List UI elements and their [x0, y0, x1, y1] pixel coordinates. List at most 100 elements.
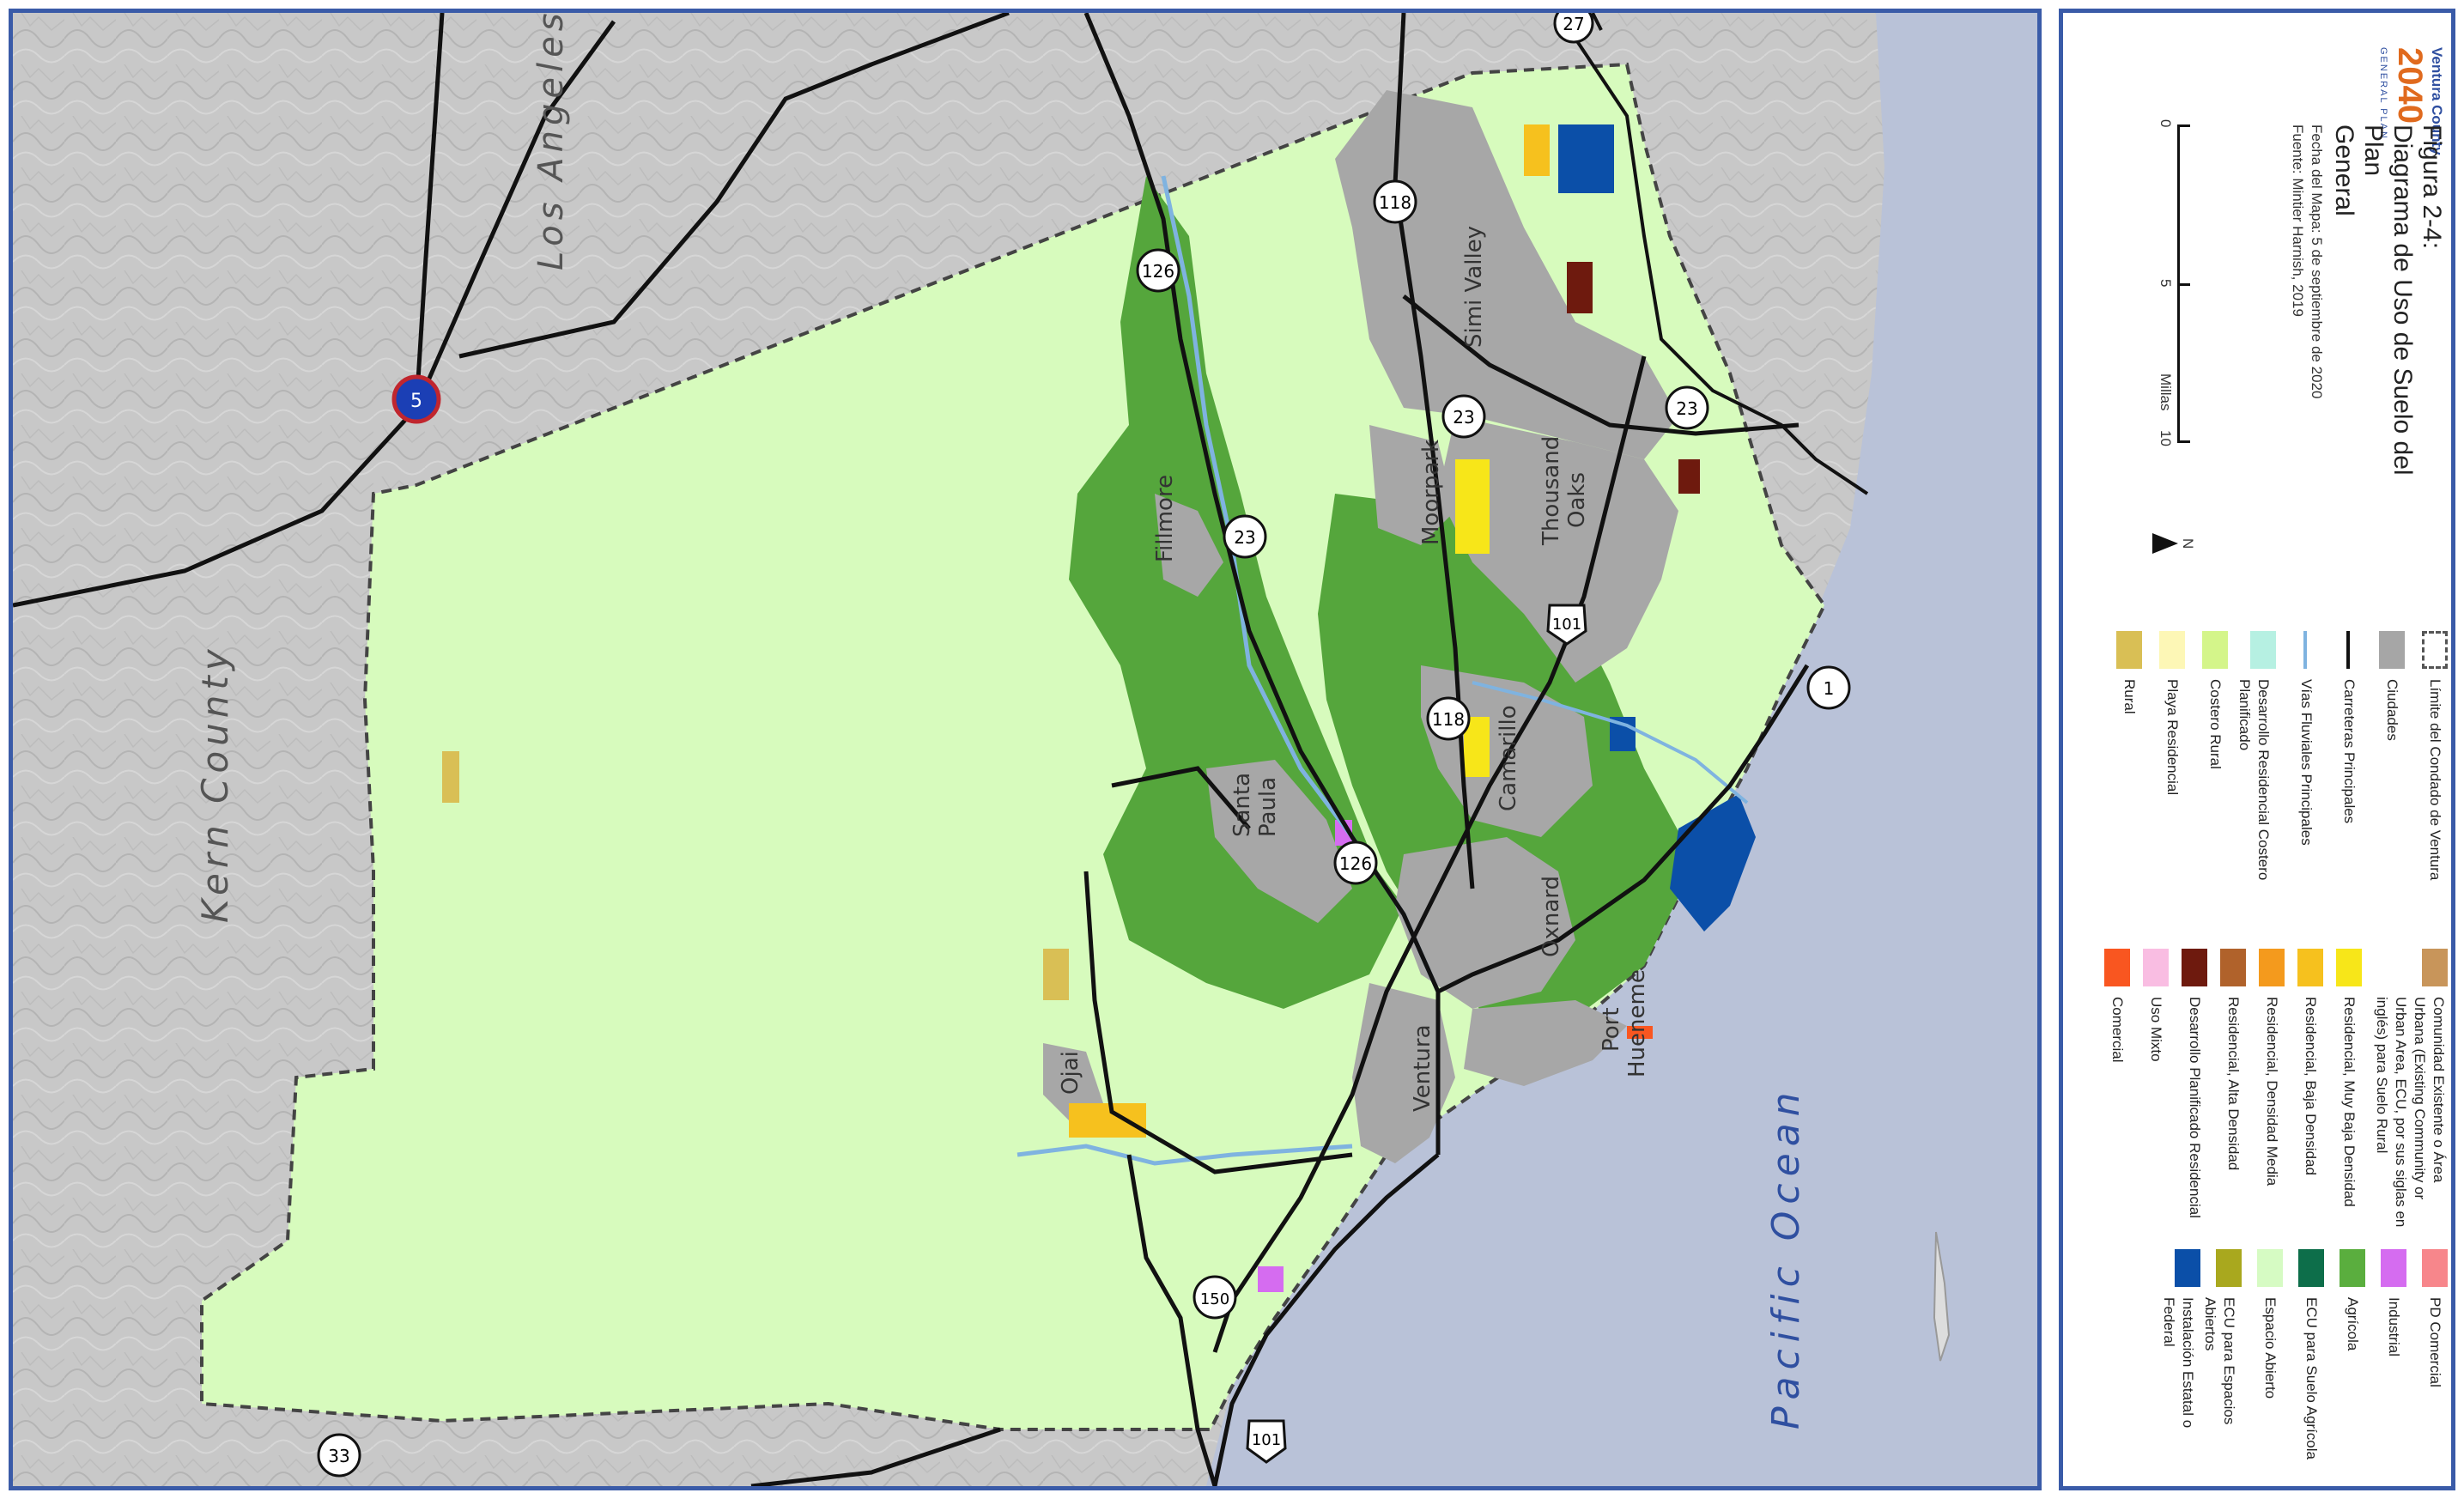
- route-shields: 5 27 118 126 23: [317, 13, 1851, 1478]
- legend-label: Residencial, Baja Densidad: [2303, 997, 2319, 1175]
- svg-text:23: 23: [1676, 398, 1697, 419]
- city-thousand-oaks: [1438, 416, 1678, 683]
- map-panel: 5 27 118 126 23: [9, 9, 2042, 1490]
- legend-label: Desarrollo Residencial Costero Planifica…: [2236, 679, 2272, 881]
- label-santa: Santa: [1229, 773, 1255, 837]
- legend-label: Residencial, Densidad Media: [2264, 997, 2280, 1186]
- road: [414, 13, 445, 409]
- legend-swatch: [2175, 1249, 2200, 1287]
- legend-swatch: [2379, 631, 2405, 669]
- road: [750, 1427, 1001, 1486]
- svg-text:118: 118: [1432, 709, 1465, 730]
- legend-swatch: [2257, 1249, 2283, 1287]
- legend-swatch: [2422, 949, 2448, 986]
- road: [1083, 871, 1353, 1174]
- svg-text:23: 23: [1453, 407, 1474, 428]
- anacapa-island: [1933, 1231, 1951, 1362]
- map-svg: 5 27 118 126 23: [13, 13, 2037, 1486]
- legend-label: ECU para Suelo Agrícola: [2303, 1297, 2320, 1460]
- ventura-river: [1017, 1144, 1353, 1166]
- scale-10: 10: [2158, 430, 2174, 446]
- terrain-roads: [1557, 13, 1869, 495]
- route-shield-101-coast: 101: [1246, 1419, 1287, 1464]
- north-label: N: [2180, 538, 2196, 549]
- figure-title: Figura 2-4:: [2418, 124, 2446, 250]
- road: [1557, 13, 1869, 495]
- label-camarillo: Camarillo: [1496, 705, 1521, 811]
- legend-label: Vías Fluviales Principales: [2298, 679, 2315, 846]
- road: [1436, 664, 1810, 994]
- legend-label: Industrial: [2386, 1297, 2402, 1356]
- residential-patch: [1524, 124, 1550, 176]
- label-paula: Paula: [1255, 777, 1281, 837]
- scale-tick: [2177, 124, 2190, 127]
- legend-label: Instalación Estatal o Federal: [2161, 1297, 2196, 1429]
- label-ojai: Ojai: [1058, 1051, 1083, 1095]
- svg-text:118: 118: [1379, 192, 1411, 213]
- legend-label: Rural: [2121, 679, 2138, 714]
- legend-content: Ventura County 2040 GENERAL PLAN Figura …: [2063, 13, 2451, 1486]
- svg-text:150: 150: [1200, 1290, 1229, 1308]
- north-arrow-icon: [2152, 533, 2178, 554]
- label-simi-valley: Simi Valley: [1461, 226, 1487, 348]
- route-shield-118-north: 118: [1373, 179, 1417, 224]
- legend-swatch: [2104, 949, 2130, 986]
- route-shield-27: 27: [1553, 13, 1594, 44]
- legend-label: Residencial, Alta Densidad: [2225, 997, 2242, 1171]
- legend-meta: Fecha del Mapa: 5 de septiembre de 2020 …: [2288, 124, 2326, 502]
- legend-label: Costero Rural: [2207, 679, 2224, 769]
- svg-text:1: 1: [1824, 678, 1835, 699]
- legend-swatch: [2220, 949, 2246, 986]
- road: [1402, 294, 1799, 436]
- city-labels: Simi Valley Thousand Oaks Moorpark Fillm…: [1058, 226, 1650, 1112]
- legend-swatch: [2116, 631, 2142, 669]
- legend-label: Carreteras Principales: [2341, 679, 2358, 824]
- legend-swatch: [2143, 949, 2169, 986]
- label-moorpark: Moorpark: [1418, 440, 1444, 545]
- road: [1126, 1154, 1217, 1486]
- legend-swatch: [2259, 949, 2285, 986]
- residential-patch: [1069, 1103, 1146, 1138]
- rural-patch: [1043, 949, 1069, 1000]
- legend-swatch: [2336, 949, 2362, 986]
- legend-swatch: [2182, 949, 2207, 986]
- road: [1111, 766, 1251, 830]
- label-oaks: Oaks: [1564, 472, 1590, 528]
- route-shield-33: 33: [317, 1433, 361, 1478]
- legend-label: ECU para Espacios Abiertos: [2202, 1297, 2237, 1425]
- legend-label: PD Comercial: [2427, 1297, 2443, 1387]
- agricultural-zone: [1069, 176, 1404, 1009]
- route-shield-1: 1: [1806, 665, 1851, 710]
- label-fillmore: Fillmore: [1152, 475, 1178, 562]
- north-arrow: N: [2145, 528, 2197, 562]
- road: [1083, 13, 1441, 1155]
- route-shield-5: 5: [391, 374, 441, 424]
- svg-text:126: 126: [1339, 853, 1372, 874]
- svg-text:5: 5: [410, 391, 422, 412]
- label-hueneme: Hueneme: [1624, 969, 1650, 1077]
- planned-residential-patch: [1567, 262, 1593, 313]
- label-oxnard: Oxnard: [1538, 876, 1564, 957]
- legend-swatch: [2298, 1249, 2324, 1287]
- route-shield-23-fillmore: 23: [1223, 514, 1267, 559]
- svg-text:23: 23: [1234, 527, 1255, 548]
- legend-swatch: [2381, 1249, 2406, 1287]
- map-date: Fecha del Mapa: 5 de septiembre de 2020: [2309, 124, 2325, 399]
- planned-residential-patch: [1678, 459, 1700, 494]
- label-pacific-ocean: Pacific Ocean: [1764, 1085, 1808, 1429]
- legend-line-blue: [2303, 631, 2307, 669]
- legend-swatch: [2159, 631, 2185, 669]
- city-santa-paula: [1206, 760, 1352, 923]
- road: [1212, 355, 1647, 1353]
- svg-text:101: 101: [1552, 616, 1581, 634]
- legend-label: Límite del Condado de Ventura: [2427, 679, 2443, 881]
- scale-tick: [2177, 283, 2190, 286]
- legend-column-1: Límite del Condado de Ventura Ciudades C…: [2070, 631, 2448, 914]
- route-shield-150: 150: [1193, 1275, 1237, 1320]
- city-ojai: [1043, 1043, 1103, 1120]
- legend-swatch: [2250, 631, 2276, 669]
- pacific-ocean: [1206, 13, 2037, 1486]
- legend-column-3: PD Comercial Industrial Agrícola ECU par…: [2070, 1249, 2448, 1481]
- road: [1591, 13, 1603, 31]
